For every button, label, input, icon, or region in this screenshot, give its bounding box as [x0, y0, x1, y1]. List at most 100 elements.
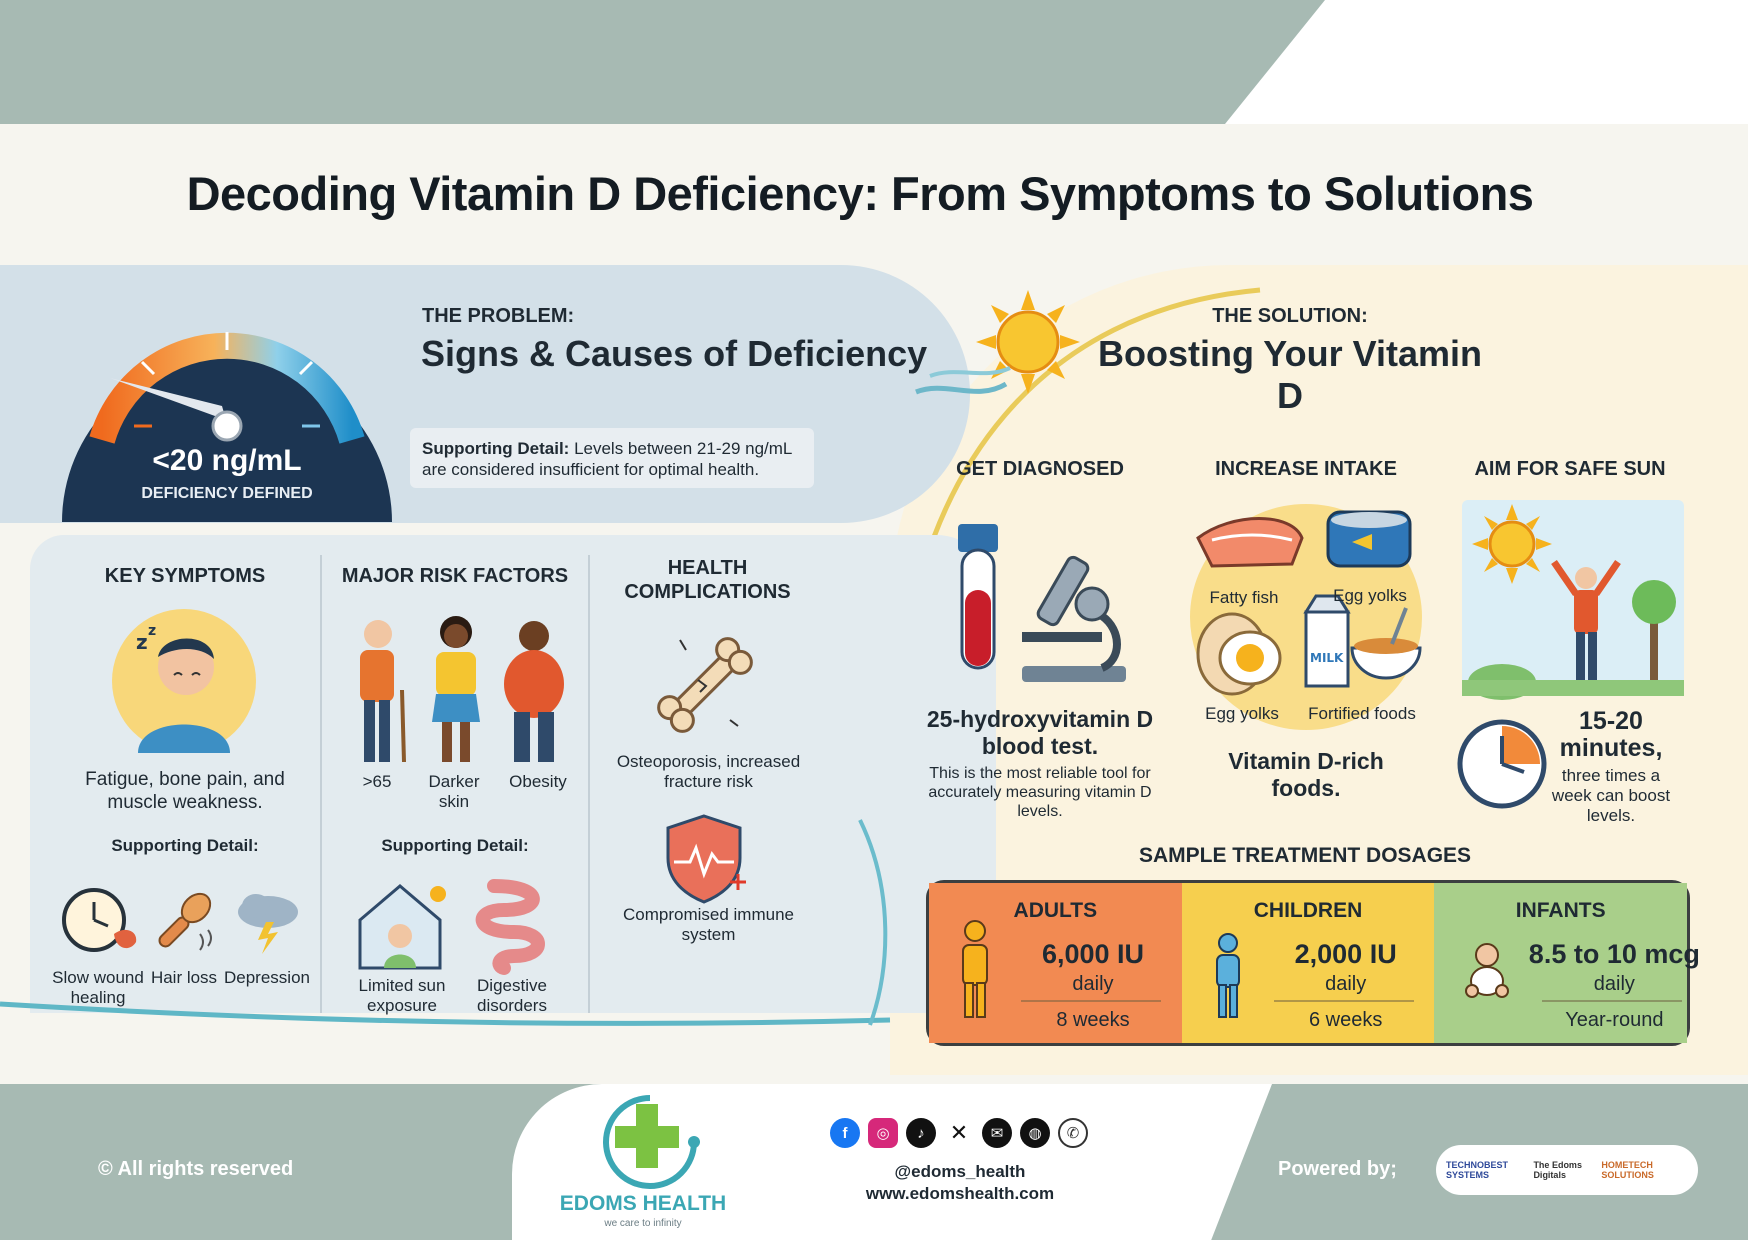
top-band-cutout	[1225, 0, 1748, 124]
solution-kicker: THE SOLUTION:	[1212, 305, 1368, 327]
people-risk-icon	[360, 616, 564, 763]
tiktok-icon[interactable]: ♪	[906, 1118, 936, 1148]
dosage-divider	[1542, 1000, 1683, 1002]
risk-detail-label: Supporting Detail:	[381, 836, 529, 855]
risk-factors-heading: MAJOR RISK FACTORS	[341, 565, 569, 587]
infant-icon	[1465, 943, 1510, 998]
gauge-caption: DEFICIENCY DEFINED	[141, 485, 313, 502]
x-icon[interactable]: ✕	[944, 1118, 974, 1148]
safe-sun-icon	[1462, 500, 1684, 700]
sun-text: three times a week can boost levels.	[1551, 766, 1671, 825]
complication-immune: Compromised immune system	[623, 905, 794, 944]
problem-heading: Signs & Causes of Deficiency	[421, 333, 928, 374]
teal-curve-line	[858, 819, 888, 1026]
social-handle[interactable]: @edoms_health	[894, 1162, 1026, 1181]
dosage-adults: ADULTS 6,000 IU daily 8 weeks	[929, 883, 1182, 1043]
brand-tagline: we care to infinity	[604, 1218, 682, 1229]
dosage-amount: 2,000 IU	[1294, 939, 1397, 969]
complications-heading: HEALTH COMPLICATIONS	[624, 557, 791, 603]
solution-heading: Boosting Your Vitamin D	[1097, 333, 1483, 416]
dosage-children: CHILDREN 2,000 IU daily 6 weeks	[1181, 883, 1435, 1043]
tired-person-icon: z z	[112, 609, 256, 753]
globe-icon[interactable]: ◍	[1020, 1118, 1050, 1148]
risk-people-skin: Darker skin	[428, 772, 480, 811]
food-fortified: Fortified foods	[1308, 704, 1416, 723]
symptoms-detail-label: Supporting Detail:	[111, 836, 259, 855]
teal-wave-line	[0, 1001, 891, 1026]
dosage-frequency: daily	[1325, 973, 1367, 995]
sun-title: 15-20 minutes,	[1559, 707, 1663, 762]
dosage-amount: 8.5 to 10 mcg	[1528, 939, 1700, 969]
facebook-icon[interactable]: f	[830, 1118, 860, 1148]
dosage-frequency: daily	[1072, 973, 1114, 995]
instagram-icon[interactable]: ◎	[868, 1118, 898, 1148]
gauge-value: <20 ng/mL	[152, 444, 302, 477]
partner-technobest: TECHNOBEST SYSTEMS	[1446, 1160, 1509, 1180]
blood-test-microscope-icon	[958, 524, 1126, 682]
milk-label: MILK	[1310, 651, 1344, 665]
symptom-item-hair-loss: Hair loss	[150, 968, 218, 987]
dosage-amount: 6,000 IU	[1041, 939, 1145, 969]
problem-supporting-detail: Supporting Detail: Levels between 21-29 …	[410, 428, 814, 488]
deficiency-gauge-icon	[62, 332, 392, 522]
dosages-heading: SAMPLE TREATMENT DOSAGES	[1138, 844, 1472, 867]
clock-icon	[1457, 719, 1547, 809]
broken-bone-icon	[657, 637, 753, 733]
symptoms-summary: Fatigue, bone pain, and muscle weakness.	[85, 769, 285, 813]
dosage-duration: 8 weeks	[1056, 1009, 1130, 1031]
dosage-duration: Year-round	[1565, 1009, 1664, 1031]
whatsapp-icon[interactable]: ✆	[1058, 1118, 1088, 1148]
column-divider	[320, 555, 322, 1013]
problem-kicker: THE PROBLEM:	[422, 305, 575, 327]
indoor-house-icon	[358, 884, 446, 970]
svg-text:z: z	[136, 630, 148, 654]
column-divider	[588, 555, 590, 1013]
wound-clock-icon	[62, 888, 137, 952]
dosage-divider	[1273, 1000, 1414, 1002]
digestive-icon	[475, 879, 545, 975]
dosage-bar: ADULTS 6,000 IU daily 8 weeks CHILDREN 2…	[926, 880, 1700, 1046]
powered-by-label: Powered by;	[1278, 1158, 1397, 1180]
risk-item-digestive: Digestive disorders	[477, 976, 547, 1015]
dosage-divider	[1021, 1000, 1161, 1002]
website-link[interactable]: www.edomshealth.com	[865, 1184, 1055, 1203]
partner-hometech: HOMETECH SOLUTIONS	[1601, 1160, 1654, 1180]
sun-heading: AIM FOR SAFE SUN	[1474, 458, 1666, 480]
hairbrush-icon	[158, 892, 212, 951]
risk-item-sun-exposure: Limited sun exposure	[358, 976, 446, 1015]
symptom-item-depression: Depression	[224, 968, 310, 987]
dosage-infants: INFANTS 8.5 to 10 mcg daily Year-round	[1434, 883, 1700, 1043]
edoms-logo-icon	[603, 1095, 700, 1189]
food-egg-yolks-top: Egg yolks	[1333, 586, 1407, 605]
page-title: Decoding Vitamin D Deficiency: From Symp…	[186, 167, 1534, 220]
social-icons: f ◎ ♪ ✕ ✉ ◍ ✆	[830, 1118, 1088, 1148]
complication-osteoporosis: Osteoporosis, increased fracture risk	[616, 752, 801, 791]
svg-text:z: z	[148, 623, 156, 639]
dosage-group: ADULTS	[1013, 899, 1098, 922]
food-fatty-fish: Fatty fish	[1209, 588, 1279, 607]
food-egg-yolks: Egg yolks	[1205, 704, 1279, 723]
partner-edoms-digitals: The Edoms Digitals	[1533, 1160, 1582, 1180]
dosage-group: INFANTS	[1515, 899, 1606, 922]
supporting-detail-label: Supporting Detail:	[422, 439, 570, 458]
symptom-item-wound-healing: Slow wound healing	[52, 968, 144, 1007]
child-person-icon	[1215, 933, 1240, 1018]
intake-title: Vitamin D-rich foods.	[1228, 748, 1384, 801]
risk-people-obesity: Obesity	[509, 772, 567, 791]
storm-cloud-icon	[238, 894, 298, 954]
adult-person-icon	[962, 920, 988, 1018]
diagnosed-text: This is the most reliable tool for accur…	[928, 765, 1152, 820]
dosage-duration: 6 weeks	[1308, 1009, 1383, 1031]
dosage-group: CHILDREN	[1253, 899, 1363, 922]
partner-logos: TECHNOBEST SYSTEMS The Edoms Digitals HO…	[1436, 1145, 1698, 1195]
shield-immune-icon	[666, 814, 746, 904]
symptoms-heading: KEY SYMPTOMS	[104, 565, 266, 587]
email-icon[interactable]: ✉	[982, 1118, 1012, 1148]
diagnosed-heading: GET DIAGNOSED	[956, 458, 1124, 480]
risk-people-age: >65	[362, 772, 392, 791]
supporting-detail-text: Levels between 21-29 ng/mL are considere…	[422, 439, 792, 479]
diagnosed-title: 25-hydroxyvitamin D blood test.	[926, 706, 1154, 759]
brand-name: EDOMS HEALTH	[559, 1192, 727, 1215]
intake-heading: INCREASE INTAKE	[1215, 458, 1397, 480]
sun-wind-icon	[915, 290, 1080, 395]
